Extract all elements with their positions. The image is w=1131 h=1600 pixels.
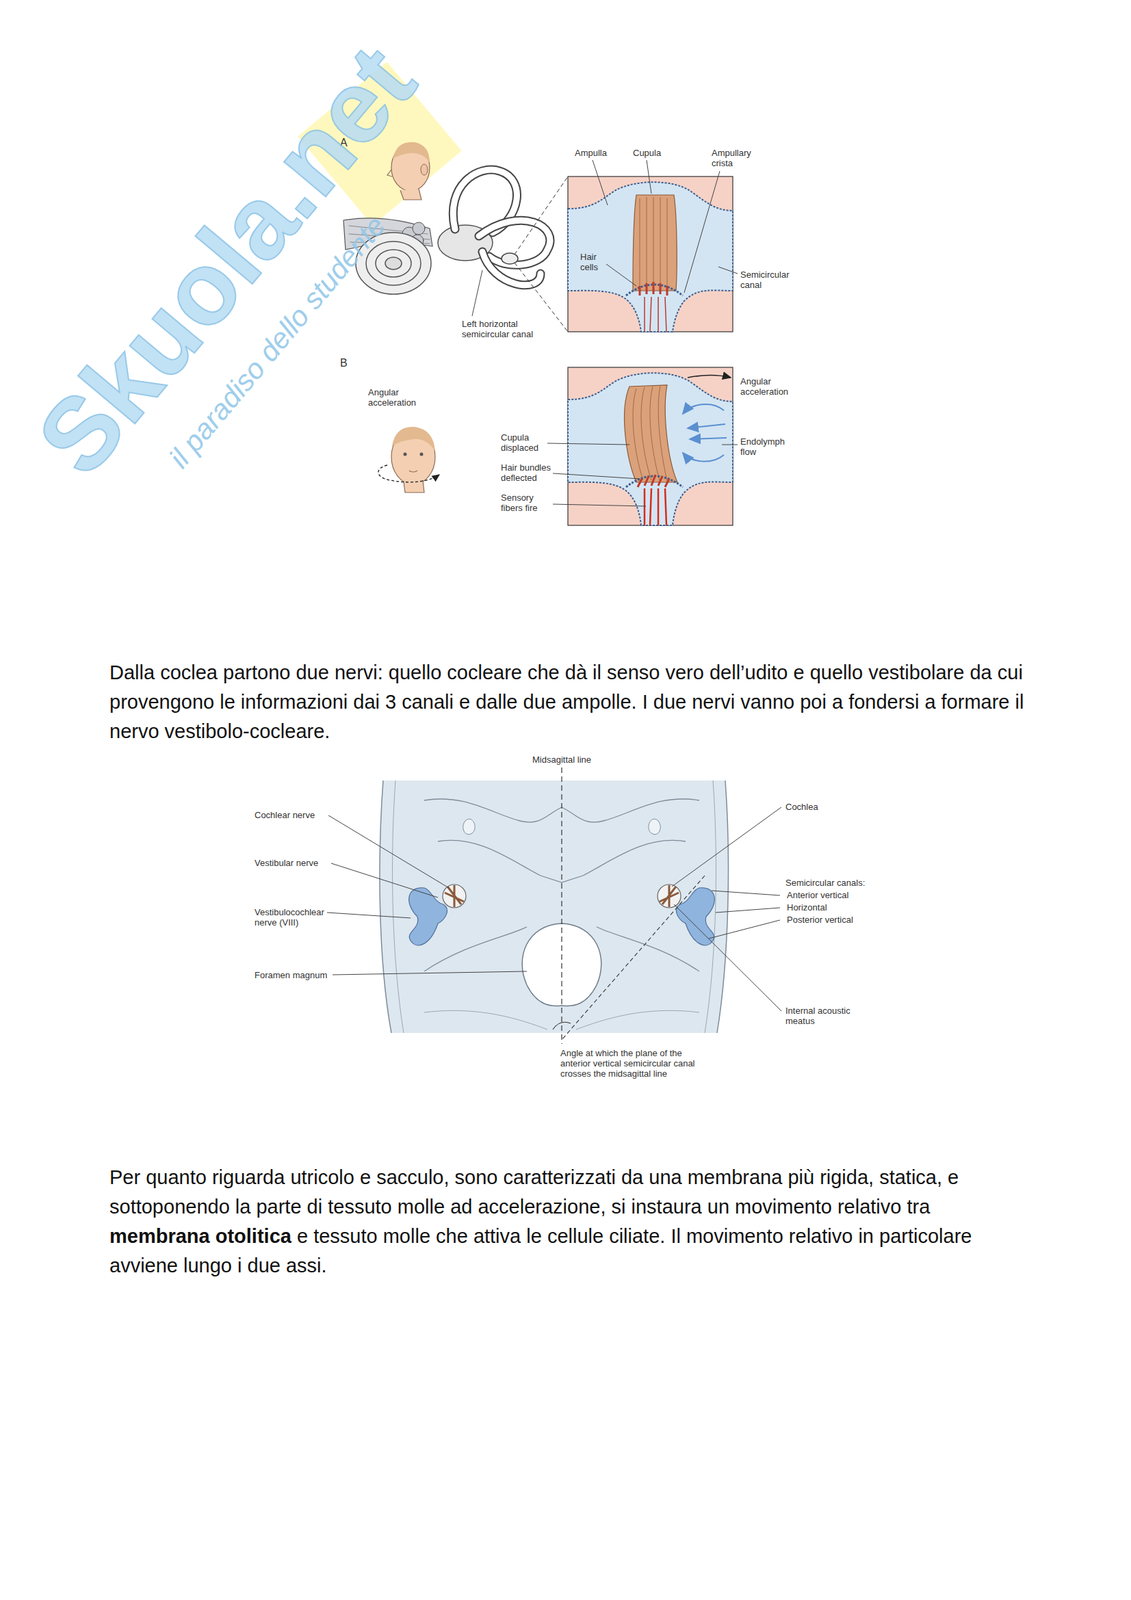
- part-label: Angular acceleration: [368, 387, 425, 408]
- body-paragraph: Dalla coclea partono due nervi: quello c…: [109, 658, 1030, 747]
- zoom-line: [514, 176, 568, 332]
- part-label: Vestibulocochlear nerve (VIII): [254, 907, 326, 928]
- watermark-square: [297, 61, 462, 226]
- part-label: Cupula displaced: [500, 432, 546, 453]
- figure-letter: A: [340, 136, 348, 150]
- head-icon: [387, 142, 430, 200]
- head-icon: [378, 426, 440, 493]
- part-label: Foramen magnum: [254, 970, 328, 981]
- leader-line: [547, 443, 738, 507]
- part-label: Angular acceleration: [740, 376, 797, 397]
- midsagittal-line: [561, 767, 562, 1045]
- part-label: Horizontal: [786, 902, 828, 913]
- part-label: Cupula: [632, 147, 661, 159]
- watermark: il paradiso dello studente: [164, 211, 391, 474]
- leader-line: [327, 807, 782, 1012]
- part-label: Left horizontal semicircular canal: [461, 318, 534, 340]
- part-label: Internal acoustic meatus: [785, 1005, 861, 1027]
- watermark: Skuola.net: [19, 28, 432, 492]
- part-label: Vestibular nerve: [254, 858, 319, 869]
- part-label: Posterior vertical: [786, 914, 854, 926]
- ampulla-inset: [567, 176, 733, 332]
- angle-line: [561, 875, 705, 1040]
- inner-ear-drawing: [343, 169, 551, 295]
- part-label: Semicircular canal: [740, 269, 796, 291]
- figure-letter: B: [340, 357, 348, 370]
- part-label: Semicircular canals:: [785, 877, 865, 889]
- body-paragraph: Per quanto riguarda utricolo e sacculo, …: [109, 1163, 1030, 1281]
- inner-ear-drawing: [409, 884, 466, 946]
- bold-term: membrana otolitica: [109, 1225, 292, 1248]
- part-label: Cochlear nerve: [254, 810, 315, 821]
- part-label: Endolymph flow: [740, 436, 790, 458]
- part-label: Anterior vertical: [786, 890, 849, 901]
- part-label: Cochlea: [785, 801, 819, 813]
- part-label: Angle at which the plane of the anterior…: [560, 1048, 715, 1079]
- part-label: Sensory fibers fire: [500, 492, 553, 514]
- part-label: Hair cells: [580, 251, 607, 273]
- part-label: Hair bundles deflected: [500, 462, 556, 484]
- leader-line: [472, 160, 738, 317]
- part-label: Ampullary crista: [711, 147, 761, 169]
- part-label: Midsagittal line: [524, 754, 600, 765]
- ampulla-inset: [567, 367, 733, 526]
- part-label: Ampulla: [574, 147, 607, 159]
- paragraph-text: Per quanto riguarda utricolo e sacculo, …: [109, 1166, 959, 1218]
- angle-arc: [552, 1022, 571, 1030]
